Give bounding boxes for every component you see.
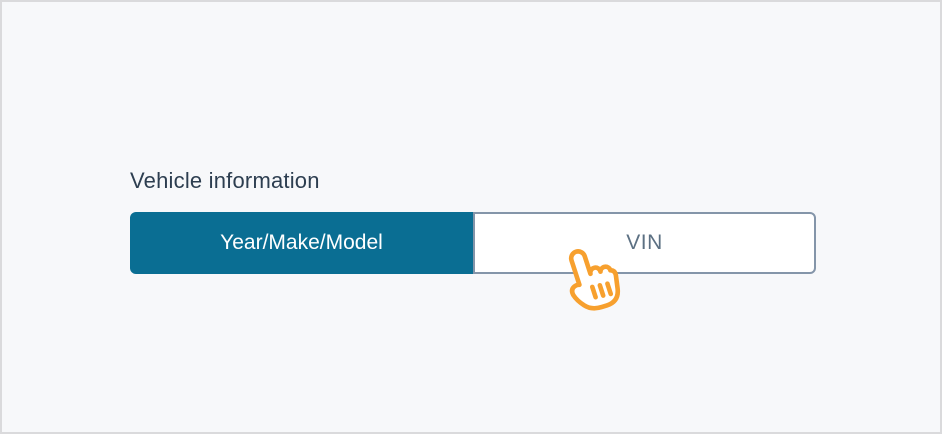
toggle-option-vin[interactable]: VIN (473, 212, 816, 274)
toggle-option-year-make-model[interactable]: Year/Make/Model (130, 212, 473, 274)
vehicle-information-heading: Vehicle information (130, 168, 320, 193)
toggle-option-year-make-model-label: Year/Make/Model (220, 231, 383, 254)
toggle-option-vin-label: VIN (626, 231, 663, 254)
vehicle-entry-mode-toggle: Year/Make/Model VIN (130, 212, 816, 274)
